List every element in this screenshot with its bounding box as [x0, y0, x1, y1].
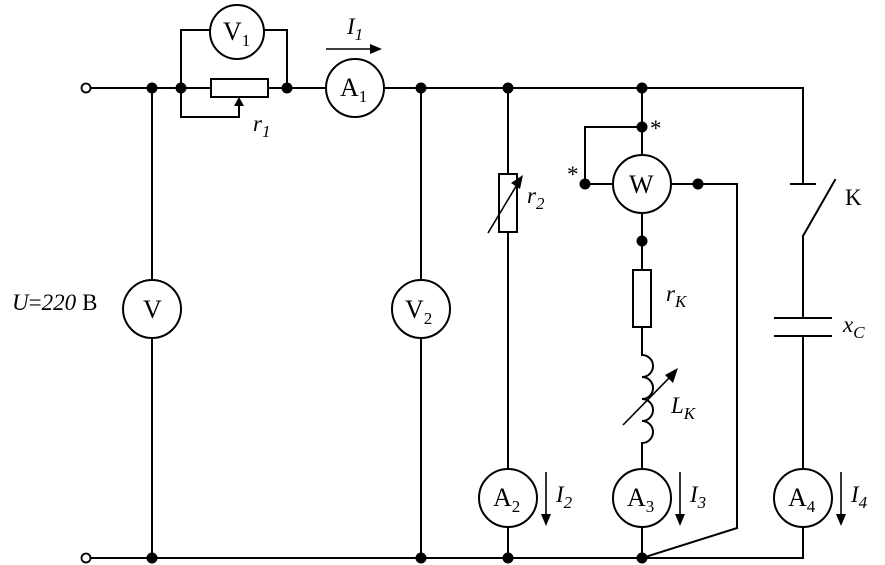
label-xc: xC	[842, 312, 865, 342]
svg-text:A1: A1	[340, 73, 367, 106]
lk-variable-inductor	[622, 326, 678, 470]
r2-variable-resistor	[487, 173, 523, 234]
label-r2: r2	[527, 183, 545, 213]
rk-resistor	[632, 269, 652, 328]
svg-text:V: V	[143, 295, 162, 324]
wattmeter-mark-voltage: *	[567, 162, 579, 187]
current-i3: I3	[675, 472, 706, 526]
svg-text:W: W	[629, 170, 654, 199]
input-terminal-bottom	[80, 552, 92, 564]
meter-w: W	[612, 154, 672, 214]
svg-text:A2: A2	[493, 483, 520, 516]
meter-a2: A2	[478, 468, 538, 528]
label-rk: rK	[666, 281, 688, 311]
label-r1: r1	[253, 111, 270, 141]
current-i1: I1	[326, 14, 382, 54]
meter-a4: A4	[773, 468, 833, 528]
input-terminal-top	[80, 82, 92, 94]
meter-v1: V1	[209, 4, 265, 60]
meter-a3: A3	[612, 468, 672, 528]
svg-text:A3: A3	[627, 483, 654, 516]
svg-text:A4: A4	[788, 483, 816, 516]
meter-v2: V2	[391, 279, 451, 339]
svg-text:I4: I4	[850, 482, 868, 512]
svg-text:I2: I2	[555, 482, 573, 512]
switch-k	[790, 178, 837, 238]
junction-dots	[146, 82, 704, 564]
meter-v: V	[122, 279, 182, 339]
svg-text:V2: V2	[405, 295, 432, 328]
wattmeter-mark-current: *	[650, 116, 662, 141]
svg-text:I1: I1	[346, 14, 363, 44]
capacitor-xc	[774, 317, 832, 337]
svg-text:I3: I3	[689, 482, 706, 512]
label-k: K	[845, 185, 862, 210]
current-i4: I4	[836, 472, 868, 526]
label-lk: LK	[670, 393, 697, 423]
svg-text:V1: V1	[223, 17, 250, 50]
current-i2: I2	[541, 472, 573, 526]
v1-bypass-wire	[180, 29, 288, 89]
r1-rheostat	[180, 78, 269, 118]
meter-a1: A1	[325, 58, 385, 118]
